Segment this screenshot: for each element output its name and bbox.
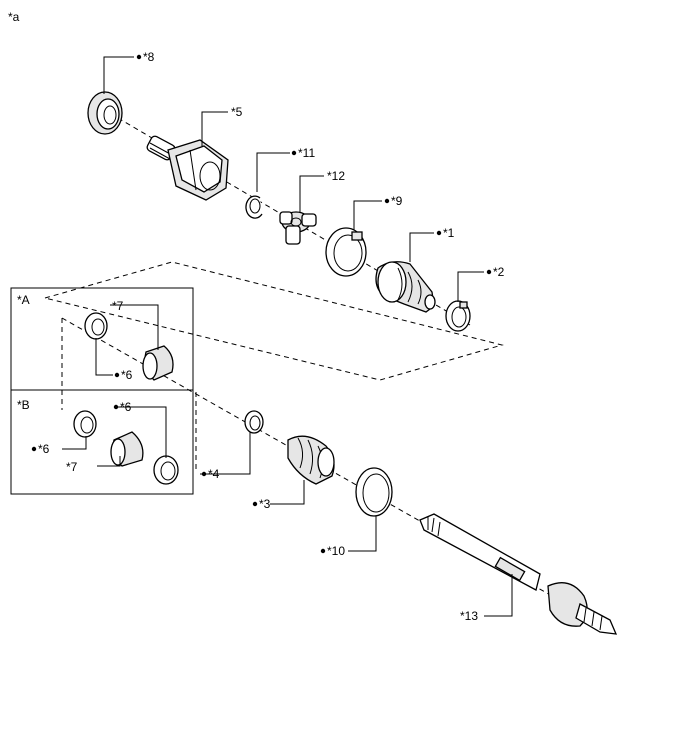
callout-1: *1 [436,226,455,240]
inset-b-ring-left [73,410,97,438]
callout-8: *8 [136,50,155,64]
callout-b-7-text: *7 [66,460,78,474]
corner-label: *a [8,10,20,24]
callout-11-text: *11 [298,146,315,160]
callout-5: *5 [231,105,243,119]
part-12-tripod [279,211,317,245]
callout-12-text: *12 [327,169,345,183]
part-13-shaft [419,513,618,635]
callout-3: *3 [252,497,271,511]
callout-9: *9 [384,194,403,208]
callout-b-6-left-text: *6 [38,442,50,456]
callout-2: *2 [486,265,505,279]
callout-b-6-top: *6 [113,400,132,414]
callout-a-7: *7 [112,299,124,313]
inset-a-label: *A [17,293,30,307]
part-4-clamp [244,410,264,434]
inset-b-ring-right [153,455,179,485]
callout-5-text: *5 [231,105,243,119]
part-3-boot [287,435,335,485]
part-9-clamp [325,227,367,277]
callout-10-text: *10 [327,544,345,558]
part-8-seal [87,91,123,135]
callout-4: *4 [201,467,220,481]
callout-8-text: *8 [143,50,155,64]
inset-a-ring [84,312,108,340]
callout-1-text: *1 [443,226,455,240]
part-1-boot [375,261,436,313]
callout-13-text: *13 [460,609,478,623]
callout-3-text: *3 [259,497,271,511]
part-10-clamp [355,467,393,517]
part-5-joint-housing [146,135,229,201]
callout-a-6-text: *6 [121,368,133,382]
callout-a-6: *6 [114,368,133,382]
leader-lines [62,56,513,617]
part-11-snap-ring [245,195,263,219]
callout-b-6-top-text: *6 [120,400,132,414]
inset-b-box [10,389,194,495]
callout-4-text: *4 [208,467,220,481]
callout-10: *10 [320,544,345,558]
callout-13: *13 [460,609,478,623]
inset-b-label: *B [17,398,30,412]
callout-b-7: *7 [66,460,78,474]
callout-a-7-text: *7 [112,299,124,313]
part-2-clamp [445,300,471,332]
callout-9-text: *9 [391,194,403,208]
callout-b-6-left: *6 [31,442,50,456]
callout-2-text: *2 [493,265,505,279]
callout-11: *11 [291,146,315,160]
inset-b-damper [110,431,144,467]
inset-a-damper [142,345,174,381]
callout-12: *12 [327,169,345,183]
group-outline [44,261,504,470]
